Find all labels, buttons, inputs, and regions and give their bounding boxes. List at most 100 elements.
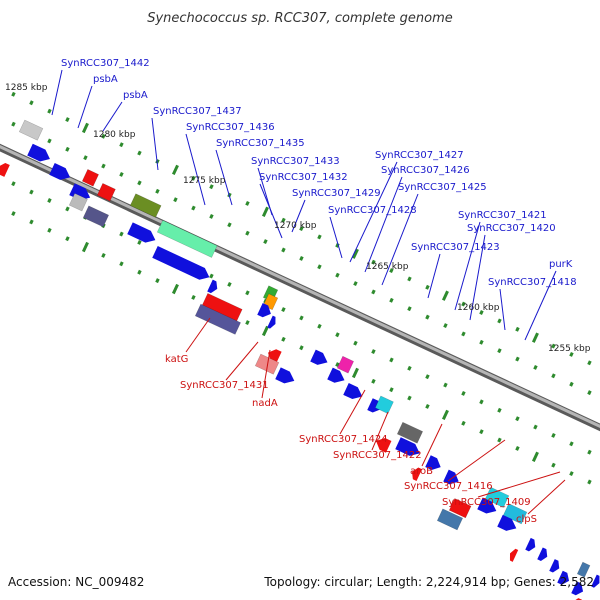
tick-mark xyxy=(101,133,106,139)
gene-label-synrcc307-1427[interactable]: SynRCC307_1427 xyxy=(375,150,464,161)
gene-label-synrcc307-1442[interactable]: SynRCC307_1442 xyxy=(61,58,150,69)
tick-mark xyxy=(441,409,449,421)
tick-mark xyxy=(587,360,592,366)
gene-label-nada[interactable]: nadA xyxy=(252,398,278,409)
leader-line xyxy=(185,317,211,353)
tick-mark xyxy=(281,336,286,342)
gene-box xyxy=(96,183,116,202)
tick-mark xyxy=(299,226,304,232)
gene-label-katg[interactable]: katG xyxy=(165,354,188,365)
gene-arrow-reverse xyxy=(412,467,422,481)
gene-label-psba-1[interactable]: psbA xyxy=(93,74,118,85)
gene-label-clps[interactable]: clpS xyxy=(516,514,537,525)
gene-label-synrcc307-1425[interactable]: SynRCC307_1425 xyxy=(398,182,487,193)
gene-label-synrcc307-1436[interactable]: SynRCC307_1436 xyxy=(186,122,275,133)
gene-feature xyxy=(477,497,497,514)
tick-mark xyxy=(441,290,449,301)
tick-mark xyxy=(335,332,340,338)
gene-label-synrcc307-1416[interactable]: SynRCC307_1416 xyxy=(404,481,493,492)
gene-label-synrcc307-1422[interactable]: SynRCC307_1422 xyxy=(333,450,422,461)
tick-mark xyxy=(191,294,196,300)
gene-label-arob[interactable]: aroB xyxy=(410,466,433,477)
gene-arrow-forward xyxy=(367,398,381,413)
gene-arrow-forward xyxy=(127,222,156,243)
tick-mark xyxy=(261,206,269,217)
tick-mark xyxy=(407,365,412,371)
tick-mark xyxy=(533,365,538,370)
gene-label-synrcc307-1431[interactable]: SynRCC307_1431 xyxy=(180,380,269,391)
gene-label-synrcc307-1435[interactable]: SynRCC307_1435 xyxy=(216,138,305,149)
gene-feature xyxy=(49,163,71,180)
tick-mark xyxy=(29,219,34,225)
leader-line xyxy=(447,439,506,482)
gene-label-synrcc307-1437[interactable]: SynRCC307_1437 xyxy=(153,106,242,117)
tick-mark xyxy=(407,306,412,312)
gene-feature xyxy=(254,353,280,375)
gene-feature xyxy=(591,574,600,588)
gene-feature xyxy=(425,455,441,471)
scale-label-1255: 1255 kbp xyxy=(548,344,591,354)
tick-mark xyxy=(335,242,340,248)
gene-label-synrcc307-1418[interactable]: SynRCC307_1418 xyxy=(488,277,577,288)
tick-mark xyxy=(425,374,430,380)
gene-feature xyxy=(275,367,295,384)
tick-mark xyxy=(227,281,232,287)
tick-mark xyxy=(119,231,124,237)
gene-label-synrcc307-1429[interactable]: SynRCC307_1429 xyxy=(292,188,381,199)
tick-layer xyxy=(11,91,592,485)
tick-mark xyxy=(351,367,359,379)
tick-mark xyxy=(371,378,376,384)
tick-mark xyxy=(425,314,430,320)
tick-mark xyxy=(245,320,250,326)
gene-label-synrcc307-1432[interactable]: SynRCC307_1432 xyxy=(259,172,348,183)
tick-mark xyxy=(443,323,448,328)
gene-label-synrcc307-1433[interactable]: SynRCC307_1433 xyxy=(251,156,340,167)
gene-label-psba-2[interactable]: psbA xyxy=(123,90,148,101)
tick-mark xyxy=(587,479,592,485)
gene-feature xyxy=(571,581,584,596)
tick-mark xyxy=(299,255,304,261)
gene-label-synrcc307-1424[interactable]: SynRCC307_1424 xyxy=(299,434,388,445)
gene-arrow-forward xyxy=(525,537,536,552)
gene-label-synrcc307-1421[interactable]: SynRCC307_1421 xyxy=(458,210,547,221)
gene-feature xyxy=(82,205,110,228)
gene-box xyxy=(81,169,99,187)
gene-arrow-forward xyxy=(571,581,584,596)
gene-arrow-reverse xyxy=(572,598,582,600)
leader-line xyxy=(427,253,441,299)
tick-mark xyxy=(479,339,484,345)
gene-label-synrcc307-1409[interactable]: SynRCC307_1409 xyxy=(442,497,531,508)
gene-label-synrcc307-1428[interactable]: SynRCC307_1428 xyxy=(328,205,417,216)
gene-label-purk[interactable]: purK xyxy=(549,259,573,270)
leader-line xyxy=(51,69,63,116)
leader-line xyxy=(261,349,271,399)
gene-label-synrcc307-1423[interactable]: SynRCC307_1423 xyxy=(411,242,500,253)
gene-label-synrcc307-1426[interactable]: SynRCC307_1426 xyxy=(381,165,470,176)
gene-feature xyxy=(509,548,519,562)
gene-box xyxy=(484,486,510,508)
gene-feature xyxy=(194,303,241,335)
leader-line xyxy=(102,101,123,132)
tick-mark xyxy=(101,163,106,169)
tick-mark xyxy=(389,357,394,363)
gene-feature xyxy=(367,398,381,413)
tick-mark xyxy=(353,281,358,287)
gene-arrow-forward xyxy=(27,143,50,162)
scale-label-1280: 1280 kbp xyxy=(93,130,136,140)
tick-mark xyxy=(371,259,376,265)
tick-mark xyxy=(351,248,359,259)
leader-line xyxy=(469,234,486,321)
tick-mark xyxy=(245,290,250,296)
gene-label-synrcc307-1420[interactable]: SynRCC307_1420 xyxy=(467,223,556,234)
gene-feature xyxy=(396,421,424,444)
gene-feature xyxy=(336,355,354,374)
tick-mark xyxy=(65,117,70,122)
tick-mark xyxy=(11,211,16,216)
leader-line xyxy=(527,479,566,515)
gene-arrow-reverse xyxy=(376,437,392,453)
gene-feature xyxy=(267,315,276,329)
tick-mark xyxy=(65,146,70,152)
gene-feature xyxy=(27,143,50,162)
